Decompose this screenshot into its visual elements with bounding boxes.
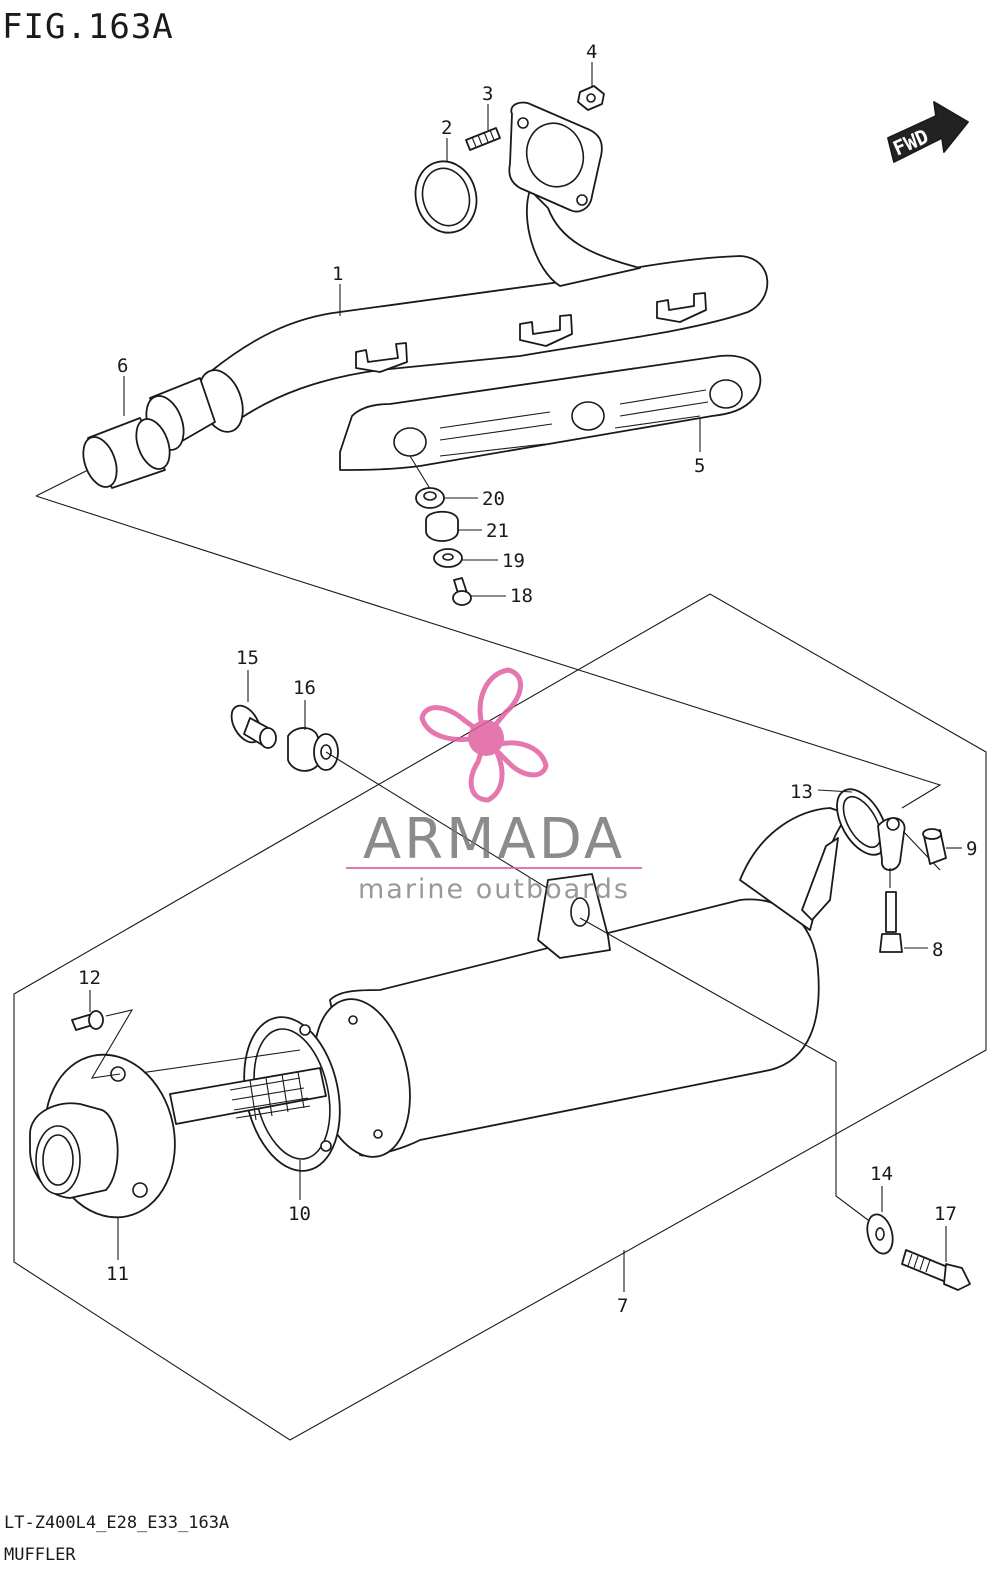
muffler-assembly-outline	[13, 593, 987, 1441]
exhaust-flange	[508, 101, 603, 213]
guide-line-16	[325, 751, 561, 897]
sleeve-part-6	[82, 417, 171, 489]
callout-2: 2	[441, 117, 452, 139]
leader-lines	[89, 62, 962, 1292]
callout-19: 19	[502, 550, 525, 572]
grommet-part-16	[287, 727, 339, 772]
fwd-direction-badge: FWD	[887, 101, 969, 163]
callout-9: 9	[966, 838, 977, 860]
callout-21: 21	[486, 520, 509, 542]
model-code: LT-Z400L4_E28_E33_163A	[4, 1513, 229, 1533]
callout-20: 20	[482, 488, 505, 510]
callout-4: 4	[586, 41, 597, 63]
mount-stack-parts-18-21	[409, 455, 472, 606]
watermark-tagline: marine outboards	[358, 874, 630, 905]
watermark-brand: ARMADA	[363, 807, 625, 872]
callout-18: 18	[510, 585, 533, 607]
callout-14: 14	[870, 1163, 893, 1185]
bolt-part-8	[879, 868, 903, 953]
callout-11: 11	[106, 1263, 129, 1285]
callout-17: 17	[934, 1203, 957, 1225]
bolt-part-17	[901, 1249, 971, 1291]
guide-line-12	[119, 1049, 301, 1077]
figure-caption: MUFFLER	[4, 1545, 76, 1565]
armada-watermark: ARMADA marine outboards	[346, 667, 642, 905]
collar-part-9	[922, 828, 947, 865]
callout-12: 12	[78, 967, 101, 989]
exhaust-pipe-part-1	[145, 189, 769, 451]
guide-line-14	[835, 1062, 869, 1221]
figure-title: FIG.163A	[2, 7, 174, 47]
callout-7: 7	[617, 1295, 628, 1317]
stud-bolt-part-3	[465, 127, 501, 151]
nut-part-4	[577, 85, 605, 111]
callout-labels: 1 2 3 4 5 6 7 8 9 10 11 12 13 14 15 16 1…	[78, 41, 977, 1317]
tail-cap-part-11	[29, 1053, 176, 1219]
heat-shield-part-5	[339, 354, 762, 471]
callout-16: 16	[293, 677, 316, 699]
callout-5: 5	[694, 455, 705, 477]
clamp-part-13	[877, 817, 906, 871]
callout-15: 15	[236, 647, 259, 669]
callout-13: 13	[790, 781, 813, 803]
washer-part-14	[866, 1213, 894, 1255]
spark-arrestor-screen	[169, 1067, 327, 1125]
gasket-part-2	[414, 160, 478, 234]
screw-part-12	[71, 1009, 134, 1079]
callout-1: 1	[332, 263, 343, 285]
collar-part-21	[425, 510, 459, 542]
guide-line-mount	[579, 917, 837, 1063]
muffler-part-7	[313, 788, 888, 1158]
callout-6: 6	[117, 355, 128, 377]
callout-10: 10	[288, 1203, 311, 1225]
propeller-logo-icon	[419, 667, 549, 803]
callout-8: 8	[932, 939, 943, 961]
callout-3: 3	[482, 83, 493, 105]
mount-pin-part-15	[230, 704, 277, 749]
